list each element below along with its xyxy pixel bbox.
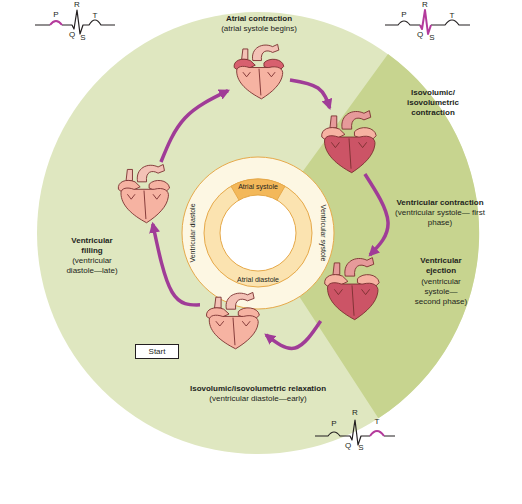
heart-stage: Ventricular ejection(ventricular systole…	[318, 255, 386, 321]
vena-cava	[333, 263, 340, 275]
aorta-arch	[226, 292, 254, 309]
stage-title: Isovolumic/ isovolumetric contraction	[400, 88, 466, 118]
ecg-wave-label: R	[350, 408, 360, 418]
ventricles	[209, 315, 258, 349]
ventricular-ring	[182, 157, 334, 309]
stage-note: (atrial systole begins)	[189, 24, 329, 34]
ecg-wave-label: Q	[415, 30, 425, 40]
stage-title: Ventricular ejection	[410, 256, 472, 276]
ecg-line	[315, 420, 395, 445]
ecg-wave-label: T	[447, 11, 457, 21]
stage-title: Ventricular filling	[64, 236, 120, 256]
ecg-trace	[385, 10, 470, 34]
heart-illustration	[318, 255, 386, 321]
heart-valve	[243, 72, 275, 77]
heart-illustration	[112, 162, 176, 224]
atrial-ring	[204, 179, 312, 287]
heart-valve	[334, 289, 369, 294]
ecg-wave-label: T	[90, 11, 100, 21]
stage-title: Atrial contraction	[189, 14, 329, 24]
heart-stage: Ventricular filling(ventricular diastole…	[112, 162, 176, 224]
ecg-trace	[315, 420, 395, 445]
ventricles	[328, 283, 378, 320]
phase-ring-label: Ventricular diastole	[188, 193, 198, 273]
vena-cava	[242, 49, 248, 59]
ecg-wave-label: S	[427, 33, 437, 43]
heart-illustration	[315, 108, 383, 174]
ecg-wave-label: Q	[343, 441, 353, 451]
vena-cava	[215, 297, 222, 308]
ventricles	[121, 188, 169, 223]
heart-stage: Atrial contraction(atrial systole begins…	[228, 42, 290, 100]
stage-note: (ventricular diastole—early)	[158, 394, 358, 404]
phase-ring-label: Atrial diastole	[228, 275, 288, 285]
aorta-arch	[137, 164, 164, 181]
cycle-arrow	[161, 91, 228, 162]
heart-illustration	[200, 290, 266, 350]
ecg-wave-label: R	[420, 0, 430, 10]
systole-wedge	[299, 54, 479, 418]
heart-illustration	[228, 42, 290, 100]
heart-stage: Isovolumic/ isovolumetric contractionVen…	[315, 108, 383, 174]
ventricles	[325, 136, 375, 173]
cycle-arrow	[365, 174, 388, 255]
ecg-wave-label: Q	[67, 30, 77, 40]
septum	[259, 69, 261, 96]
cycle-arrow	[266, 321, 321, 348]
vena-cava	[330, 116, 337, 128]
septum	[349, 138, 351, 168]
stage-note: (ventricular diastole—late)	[60, 256, 124, 276]
aorta-arch	[252, 44, 278, 60]
septum	[144, 191, 146, 220]
stage-title: Isovolumic/isovolumetric relaxation	[158, 384, 358, 394]
phase-ring-label: Ventricular systole	[318, 193, 328, 273]
septum	[233, 318, 235, 346]
start-label: Start	[136, 345, 178, 358]
ecg-wave-label: S	[78, 33, 88, 43]
heart-valve	[331, 142, 366, 147]
phase-ring-label: Atrial systole	[228, 182, 288, 192]
ecg-wave-label: S	[356, 443, 366, 453]
stage-note: (ventricular systole— second phase)	[413, 277, 469, 307]
aorta-arch	[345, 258, 374, 276]
ecg-highlight	[50, 21, 62, 25]
ecg-highlight	[370, 431, 384, 436]
heart-stage: Isovolumic/isovolumetric relaxation(vent…	[200, 290, 266, 350]
heart-valve	[216, 321, 250, 326]
ecg-wave-label: P	[399, 10, 409, 20]
start-box: Start	[135, 344, 179, 359]
aorta-arch	[342, 111, 371, 129]
cycle-disc	[37, 12, 479, 454]
ring-center	[220, 195, 296, 271]
vena-cava	[126, 169, 132, 180]
ecg-wave-label: T	[372, 417, 382, 427]
ecg-wave-label: P	[329, 419, 339, 429]
cycle-arrow	[290, 80, 330, 108]
stage-note: Ventricular contraction	[384, 198, 496, 208]
stage-note: (ventricular systole— first phase)	[393, 208, 488, 228]
ventricles	[237, 66, 283, 98]
septum	[352, 285, 354, 315]
ecg-wave-label: P	[51, 10, 61, 20]
heart-valve	[127, 194, 160, 199]
ecg-wave-label: R	[72, 0, 82, 10]
